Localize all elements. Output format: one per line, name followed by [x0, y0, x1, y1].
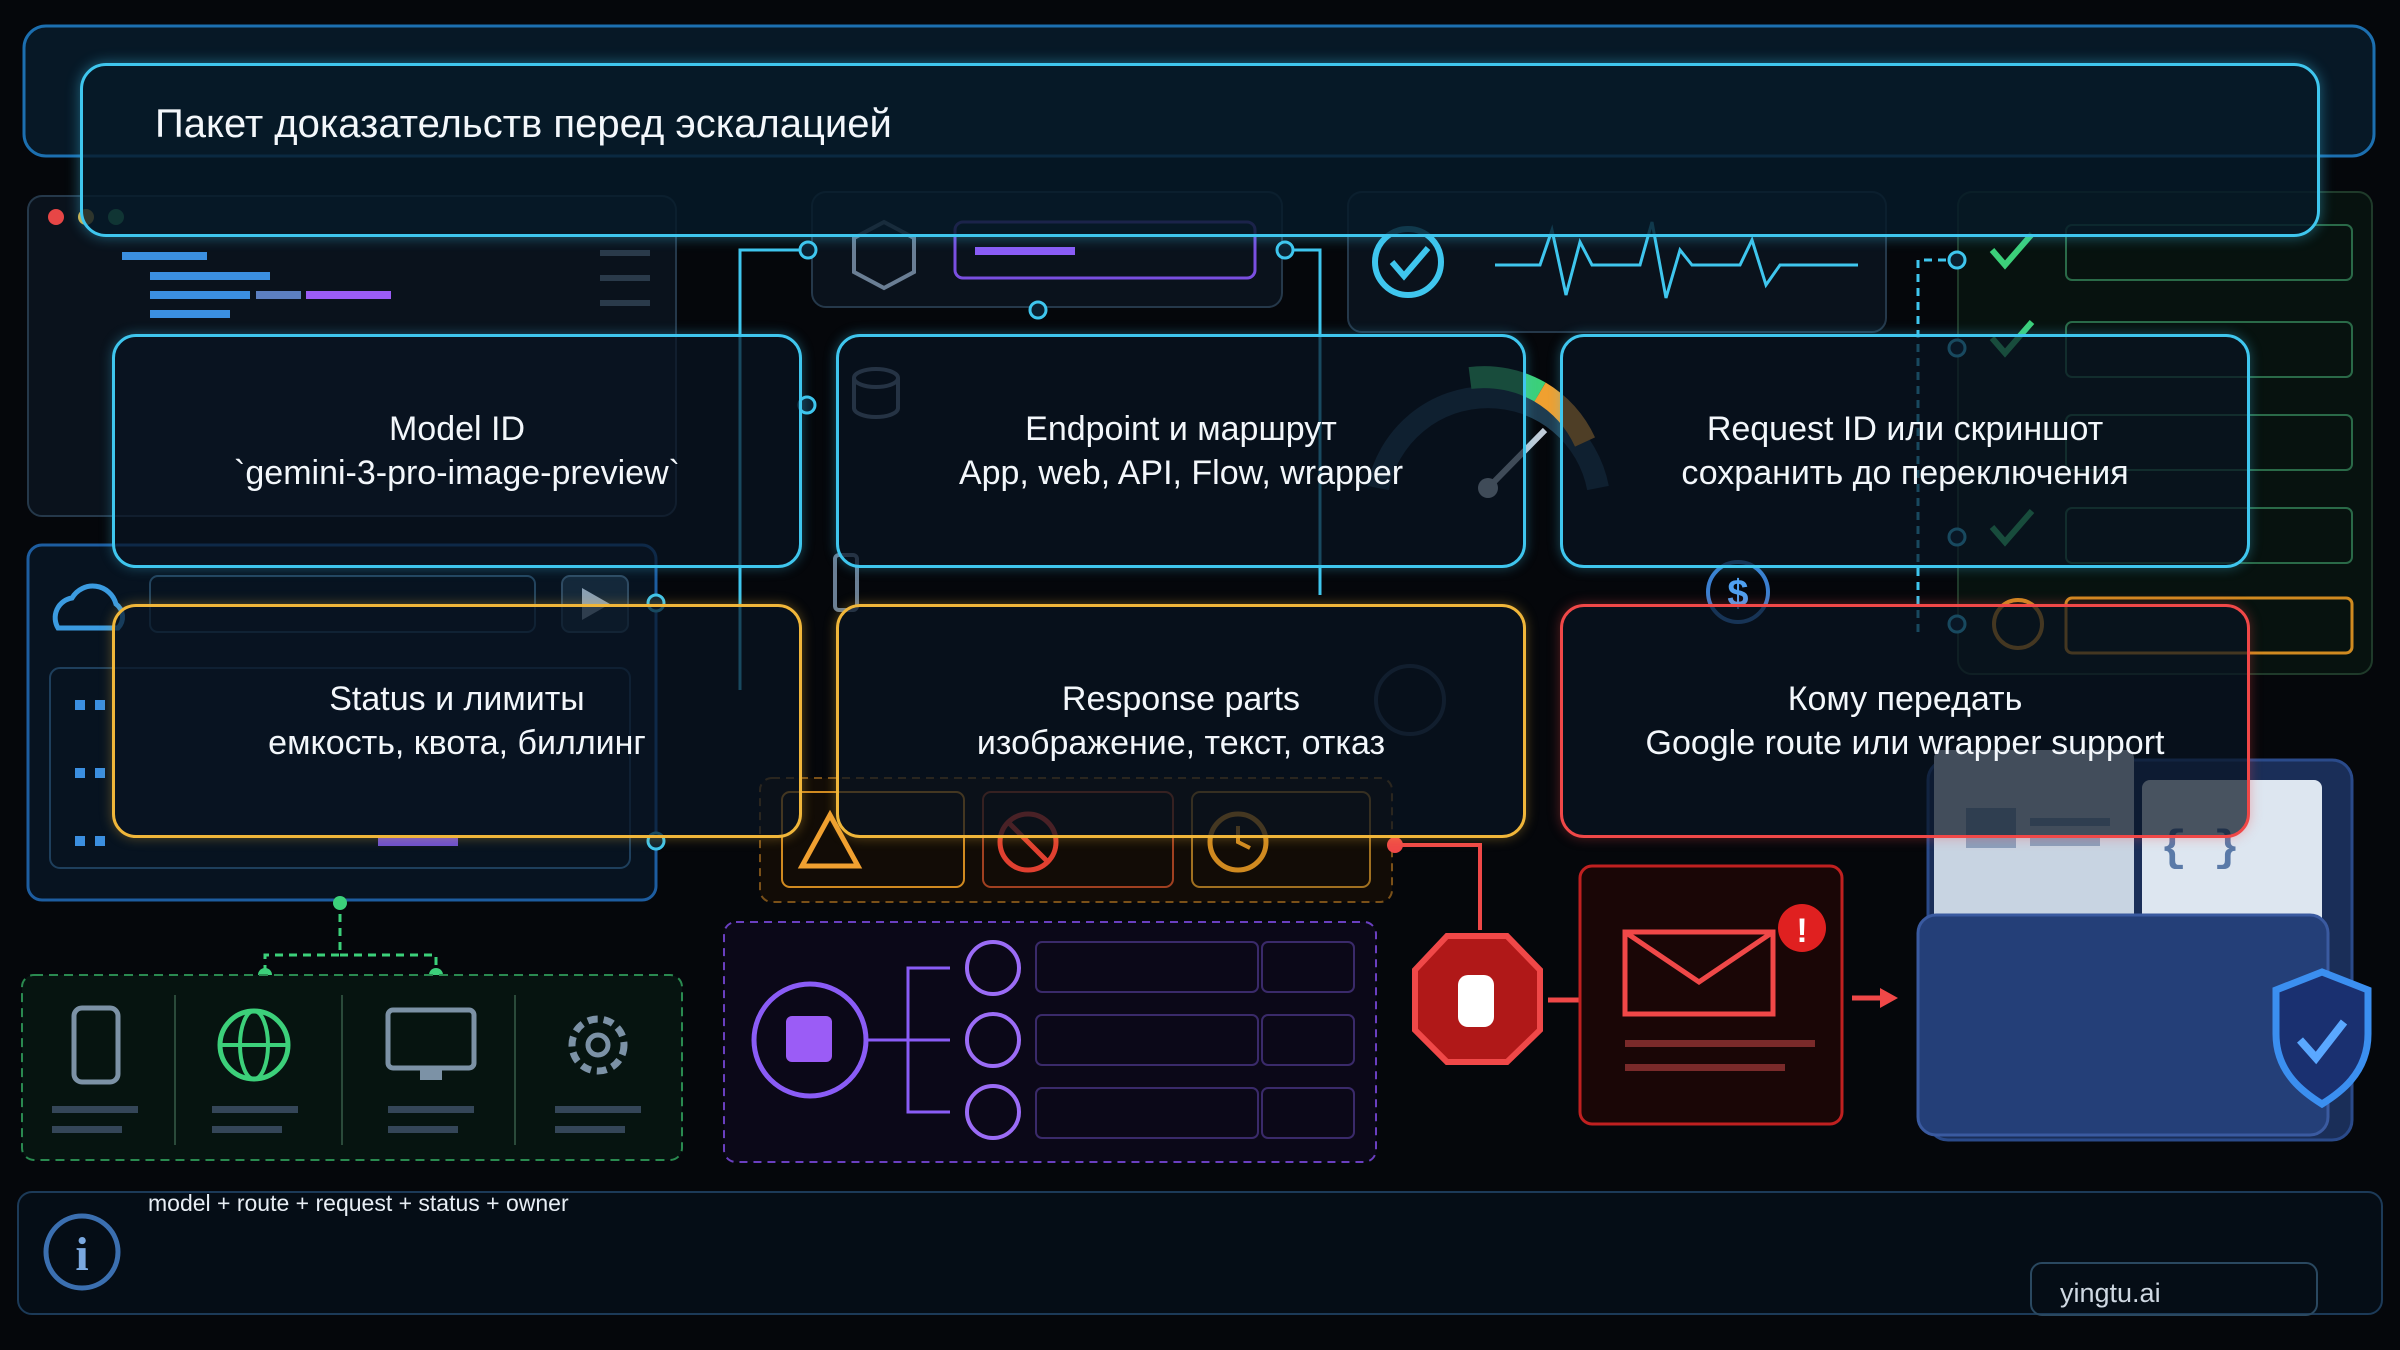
- phone-icon: [71, 1005, 121, 1085]
- warning-icon: [797, 809, 863, 869]
- mail-alert-icon: !: [1578, 864, 1844, 1126]
- card-subtitle: Google route или wrapper support: [1645, 724, 2165, 762]
- card-title: Model ID: [388, 410, 526, 448]
- card-title: Status и лимиты: [329, 680, 585, 718]
- card-model-id: Model ID `gemini-3-pro-image-preview`: [112, 334, 802, 568]
- info-icon: [43, 1213, 121, 1291]
- puzzle-icon: [786, 1016, 832, 1062]
- card-handoff-owner: Кому передать Google route или wrapper s…: [1560, 604, 2250, 838]
- card-title: Response parts: [1061, 680, 1301, 718]
- card-title: Кому передать: [1787, 680, 2023, 718]
- card-subtitle: сохранить до переключения: [1681, 454, 2129, 492]
- title-panel: Пакет доказательств перед эскалацией: [80, 63, 2320, 237]
- svg-text:i: i: [75, 1228, 88, 1281]
- card-endpoint-route: Endpoint и маршрут App, web, API, Flow, …: [836, 334, 1526, 568]
- footer-note: model + route + request + status + owner: [148, 1190, 569, 1216]
- card-subtitle: App, web, API, Flow, wrapper: [958, 454, 1404, 492]
- cube-icon: [852, 219, 916, 291]
- svg-text:!: !: [1796, 912, 1807, 950]
- gear-icon: [568, 1015, 628, 1075]
- card-status-limits: Status и лимиты емкость, квота, биллинг: [112, 604, 802, 838]
- card-response-parts: Response parts изображение, текст, отказ: [836, 604, 1526, 838]
- devices-panel: [21, 974, 683, 1161]
- card-subtitle: изображение, текст, отказ: [976, 724, 1386, 762]
- brand-badge[interactable]: yingtu.ai: [2030, 1262, 2318, 1316]
- page-title: Пакет доказательств перед эскалацией: [155, 102, 892, 146]
- card-subtitle: емкость, квота, биллинг: [268, 724, 646, 762]
- card-title: Endpoint и маршрут: [1025, 410, 1337, 448]
- brand-label: yingtu.ai: [2060, 1278, 2161, 1308]
- card-subtitle: `gemini-3-pro-image-preview`: [234, 454, 680, 492]
- card-title: Request ID или скриншот: [1706, 410, 2104, 448]
- card-request-id: Request ID или скриншот сохранить до пер…: [1560, 334, 2250, 568]
